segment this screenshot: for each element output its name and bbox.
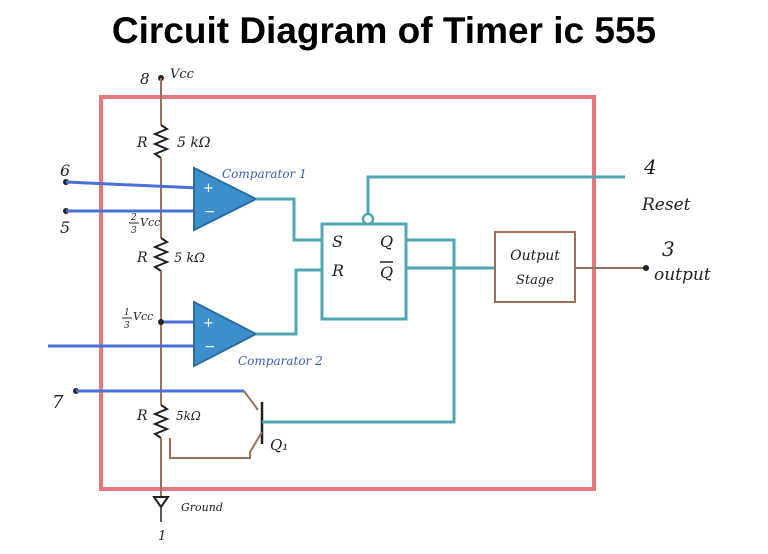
comp1-minus: − [204, 204, 216, 220]
pin3-label: 3 [662, 237, 675, 261]
pin4-label: 4 [643, 155, 657, 179]
sr-flip-flop [320, 222, 408, 321]
output-label: output [654, 265, 711, 285]
r-top-value: 5 kΩ [177, 135, 211, 151]
comparator-2 [193, 300, 259, 368]
comp1-to-s-wire [256, 197, 322, 242]
one-third-denominator: 3 [124, 321, 130, 331]
output-stage-label-1: Output [510, 248, 560, 264]
r-mid-label: R [136, 250, 148, 266]
r-bot-label: R [136, 408, 148, 424]
reset-label: Reset [641, 195, 691, 215]
output-stage-box [494, 231, 576, 303]
comparator-1 [193, 166, 259, 232]
comp2-minus: − [204, 339, 216, 355]
pin7-label: 7 [52, 392, 64, 413]
ff-qbar-label: Q [380, 263, 393, 282]
transistor-emitter-to-ground [169, 438, 251, 459]
resistor-bottom [152, 404, 170, 439]
two-thirds-numerator: 2 [130, 213, 137, 223]
two-thirds-vcc: Vcc [140, 216, 160, 229]
transistor-emitter [249, 431, 263, 453]
comparator2-label: Comparator 2 [238, 354, 323, 368]
r-top-label: R [136, 135, 148, 151]
pin6-label: 6 [60, 161, 70, 180]
one-third-numerator: 1 [124, 308, 130, 318]
q1-label: Q₁ [270, 436, 288, 454]
ground-symbol [152, 496, 170, 509]
resistor-top [152, 124, 170, 159]
vcc-label: Vcc [170, 67, 195, 82]
comp2-to-r-wire [256, 268, 322, 336]
one-third-node [158, 319, 164, 325]
comp2-plus: + [203, 316, 214, 331]
q-to-transistor-wire [272, 238, 456, 424]
reset-wire [366, 175, 625, 214]
resistor-mid [152, 237, 170, 272]
two-thirds-denominator: 3 [131, 226, 137, 236]
pin1-label: 1 [158, 529, 166, 544]
ground-label: Ground [181, 501, 223, 514]
ff-s-label: S [332, 232, 343, 251]
discharge-collector-wire [243, 390, 259, 411]
comp1-plus: + [203, 181, 214, 196]
ic-border [99, 95, 596, 491]
output-stage-label-2: Stage [516, 273, 554, 288]
r-mid-value: 5 kΩ [174, 251, 205, 266]
ff-q-label: Q [380, 232, 393, 251]
comparator1-label: Comparator 1 [222, 167, 307, 181]
r-bot-value: 5kΩ [176, 409, 201, 423]
output-node [643, 265, 649, 271]
pin5-label: 5 [60, 218, 70, 237]
pin8-label: 8 [140, 70, 150, 88]
pin6-wire [65, 180, 199, 190]
one-third-vcc: Vcc [133, 310, 153, 323]
ff-r-label: R [331, 261, 344, 280]
page-title: Circuit Diagram of Timer ic 555 [111, 10, 657, 51]
reset-inverter-bubble [361, 212, 375, 226]
